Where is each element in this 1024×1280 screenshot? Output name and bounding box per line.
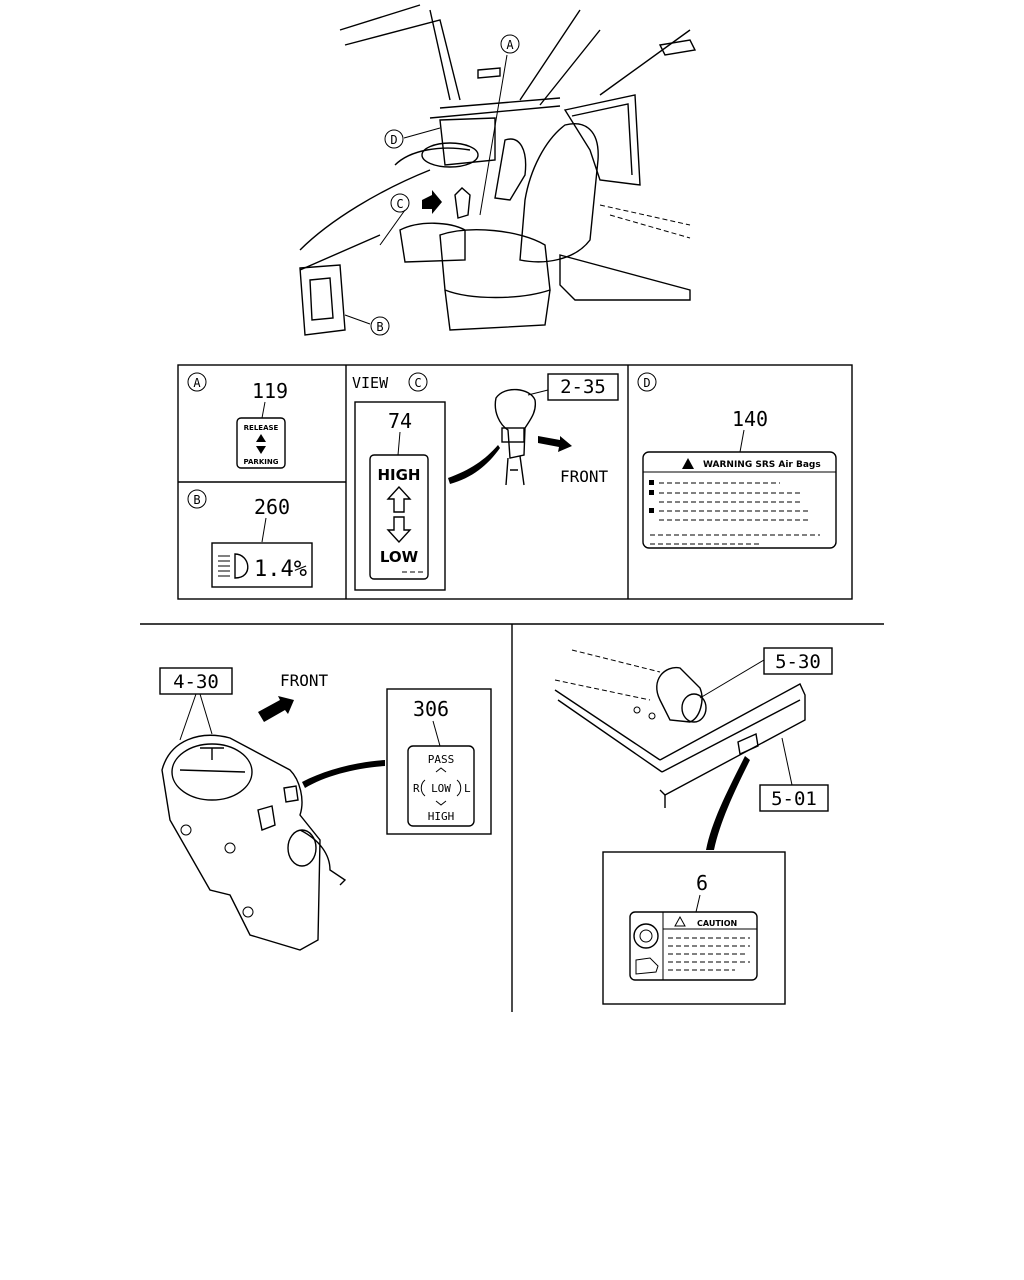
panel-c-letter: C — [414, 376, 421, 390]
combo-switch-section: 4-30 FRONT 306 PASS R LOW L HIGH — [159, 667, 492, 951]
r-text: R — [413, 782, 420, 795]
wheel-icon — [633, 923, 659, 949]
release-text: RELEASE — [244, 424, 279, 432]
high-text: HIGH — [377, 466, 420, 484]
headlamp-icon — [218, 553, 249, 579]
frame-rail-illustration — [554, 649, 806, 808]
callout-a-label: A — [506, 38, 514, 52]
high-text-combo: HIGH — [428, 810, 455, 823]
frame-part-number: 6 — [696, 871, 708, 895]
low-text: LOW — [380, 548, 419, 566]
panel-a: A 119 RELEASE PARKING — [187, 372, 288, 469]
panel-b-part-number: 260 — [254, 495, 290, 519]
parking-text: PARKING — [244, 458, 279, 466]
panel-d-part-number: 140 — [732, 407, 768, 431]
srs-warning-text: WARNING SRS Air Bags — [703, 460, 821, 470]
callout-b: B — [370, 316, 390, 336]
srs-warning-label — [642, 451, 837, 549]
headlamp-aim-label — [211, 542, 313, 588]
panel-d-letter: D — [643, 376, 650, 390]
ref-5-01: 5-01 — [771, 788, 817, 810]
panel-d: D 140 WARNING SRS Air Bags — [637, 372, 837, 549]
callout-d: D — [384, 129, 404, 149]
panel-a-letter: A — [193, 376, 201, 390]
warning-triangle-icon — [682, 458, 694, 469]
caution-label — [629, 911, 758, 981]
front-arrow-icon-combo — [258, 696, 294, 722]
label-table — [177, 364, 853, 600]
pass-text: PASS — [428, 753, 455, 766]
dimmer-switch-label — [407, 745, 475, 827]
panel-a-part-number: 119 — [252, 379, 288, 403]
cab-interior-illustration — [299, 4, 697, 336]
ref-5-30: 5-30 — [775, 651, 821, 673]
front-text-combo: FRONT — [280, 671, 329, 690]
range-shift-label — [369, 454, 429, 580]
shift-knob-illustration — [494, 388, 537, 486]
low-text-combo: LOW — [431, 782, 451, 795]
l-text: L — [464, 782, 471, 795]
down-arrow-icon — [386, 516, 412, 544]
panel-b: B 260 1.4% — [187, 489, 313, 588]
panel-c: VIEW C 74 HIGH LOW 2-35 FRONT — [352, 372, 619, 591]
frame-section: 5-30 5-01 6 CAUTION — [554, 647, 833, 1005]
combo-part-number: 306 — [413, 697, 449, 721]
callout-a: A — [500, 34, 520, 54]
callout-c: C — [390, 193, 410, 213]
callout-d-label: D — [390, 133, 397, 147]
ref-2-35: 2-35 — [560, 376, 606, 398]
ref-4-30: 4-30 — [173, 671, 219, 693]
front-text-c: FRONT — [560, 467, 609, 486]
caution-triangle-icon — [674, 915, 686, 927]
callout-b-label: B — [376, 320, 383, 334]
headlamp-aim-value: 1.4% — [254, 557, 307, 582]
front-arrow-icon — [538, 436, 572, 452]
callout-c-label: C — [396, 197, 403, 211]
up-arrow-icon — [386, 485, 412, 513]
caution-text: CAUTION — [697, 919, 737, 928]
combo-switch-illustration — [161, 734, 347, 951]
view-text: VIEW — [352, 374, 389, 392]
panel-b-letter: B — [193, 493, 200, 507]
parking-brake-label — [236, 417, 286, 469]
panel-c-part-number: 74 — [388, 409, 412, 433]
